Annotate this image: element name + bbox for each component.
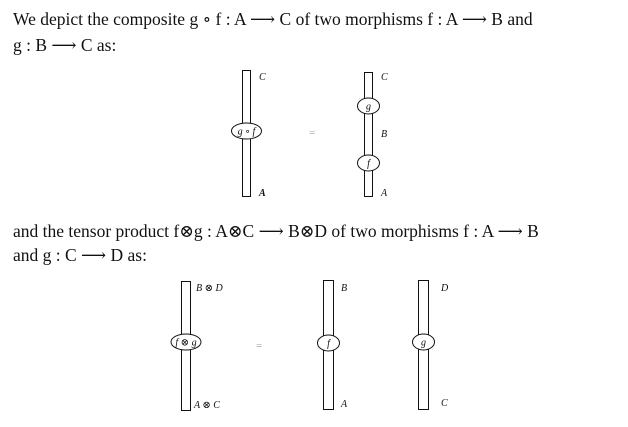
label-A: A xyxy=(258,188,266,199)
morphism-node-f2 xyxy=(317,334,340,352)
label-D: D xyxy=(440,283,449,294)
morphism-node-g xyxy=(357,97,380,115)
paragraph2-line2: and g : C ⟶ D as: xyxy=(13,245,147,265)
label-C2: C xyxy=(441,398,448,409)
label-B2: B xyxy=(341,283,347,294)
label-C-right: C xyxy=(381,72,388,83)
label-A2: A xyxy=(340,399,348,410)
wire-right-composite xyxy=(364,72,373,197)
label-AxC: A ⊗ C xyxy=(193,400,220,411)
paragraph1-line2: g : B ⟶ C as: xyxy=(13,35,117,55)
label-f: f xyxy=(367,159,371,170)
label-A-right: A xyxy=(380,188,388,199)
morphism-node-g2 xyxy=(412,333,435,351)
morphism-node-fxg xyxy=(170,333,202,351)
paragraph2-line1: and the tensor product f⊗g : A⊗C ⟶ B⊗D o… xyxy=(13,221,539,241)
equals-sign-2: = xyxy=(256,340,262,352)
equals-sign: = xyxy=(309,127,315,139)
label-C: C xyxy=(259,72,266,83)
label-B: B xyxy=(381,129,387,140)
morphism-node-gof xyxy=(231,122,262,140)
label-f2: f xyxy=(327,339,331,350)
label-g2: g xyxy=(421,338,426,349)
label-BxD: B ⊗ D xyxy=(196,283,223,294)
label-fxg: f ⊗ g xyxy=(175,338,196,349)
label-gof: g ∘ f xyxy=(238,127,257,138)
label-g: g xyxy=(366,102,371,113)
morphism-node-f xyxy=(357,154,380,172)
paragraph1-line1: We depict the composite g ∘ f : A ⟶ C of… xyxy=(13,9,533,29)
